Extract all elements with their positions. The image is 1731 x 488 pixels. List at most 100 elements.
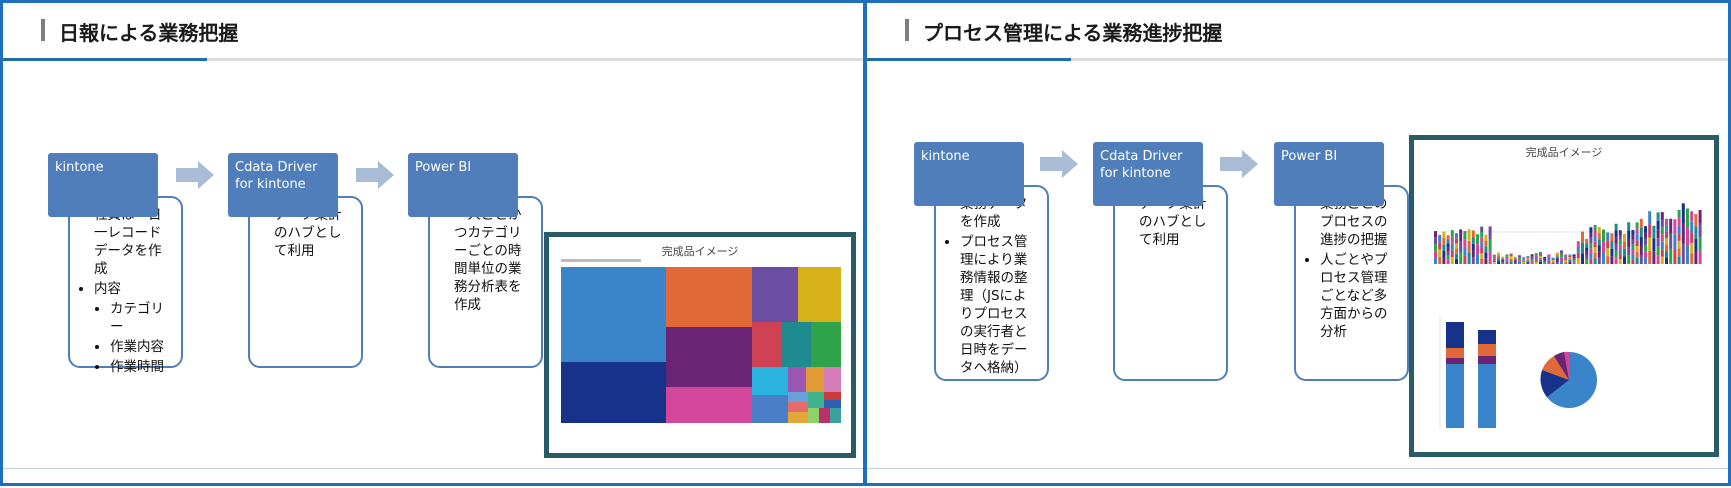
treemap-tile: [752, 267, 798, 322]
bar-segment: [1555, 254, 1559, 257]
bar-segment: [1547, 260, 1551, 264]
bar-segment: [1438, 234, 1442, 243]
treemap-tile: [830, 408, 841, 423]
bar-segment: [1585, 251, 1589, 256]
title-underline-accent: [867, 58, 1071, 61]
bar-segment: [1467, 252, 1471, 264]
treemap-tile: [819, 408, 830, 423]
bar-segment: [1446, 259, 1450, 264]
bar-segment: [1526, 262, 1530, 264]
bar-segment: [1539, 261, 1542, 264]
left-preview-image: 完成品イメージ: [544, 232, 856, 458]
bar-segment: [1522, 261, 1526, 263]
bar-segment: [1434, 257, 1437, 264]
treemap-tile: [824, 400, 841, 408]
bar-segment: [1564, 262, 1568, 264]
bar-segment: [1618, 230, 1622, 236]
bar-segment: [1442, 257, 1446, 264]
bar-segment: [1455, 243, 1458, 249]
bar-segment: [1513, 261, 1517, 263]
bar-segment: [1581, 231, 1584, 243]
bar-segment: [1438, 242, 1442, 250]
bar-segment: [1572, 262, 1576, 264]
treemap-tile: [788, 402, 808, 412]
bar-segment: [1442, 251, 1446, 258]
bar-segment: [1597, 257, 1601, 264]
left-step1-header: kintone: [48, 153, 158, 217]
bar-segment: [1614, 223, 1618, 231]
title-marker: [905, 19, 909, 41]
bar-segment: [1438, 256, 1442, 264]
treemap-tile: [808, 408, 819, 423]
bar-segment: [1450, 257, 1454, 264]
left-step1-sub-2: 作業内容: [110, 338, 173, 356]
bar-segment: [1589, 227, 1593, 233]
bar-segment: [1639, 227, 1643, 237]
bar-segment: [1681, 243, 1685, 264]
bar-segment: [1593, 230, 1597, 237]
bar-segment: [1631, 249, 1635, 255]
bar-segment: [1686, 227, 1689, 246]
bar-segment: [1665, 251, 1668, 258]
bar-segment: [1480, 253, 1484, 259]
bar-segment: [1623, 256, 1626, 264]
bar-segment: [1644, 238, 1647, 246]
bar-segment: [1501, 258, 1505, 260]
bar-segment: [1471, 237, 1475, 244]
bar-segment: [1677, 240, 1681, 249]
bar-segment: [1518, 255, 1521, 258]
bar-segment: [1564, 256, 1568, 259]
bar-segment: [1593, 252, 1597, 259]
bar-segment: [1618, 249, 1622, 255]
bar-segment: [1513, 260, 1517, 262]
arrow-icon: [1040, 150, 1078, 178]
bar-segment: [1635, 246, 1639, 253]
title-underline-accent: [3, 58, 207, 61]
bar-segment: [1648, 237, 1652, 251]
bar-segment: [1450, 236, 1454, 244]
bar-segment: [1509, 261, 1513, 264]
bar-segment: [1534, 261, 1538, 264]
bar-segment: [1568, 257, 1572, 259]
bar-segment: [1639, 254, 1643, 264]
bar-segment: [1463, 255, 1467, 264]
bar-segment: [1522, 262, 1526, 264]
bar-segment: [1614, 250, 1618, 258]
bar-segment: [1589, 232, 1593, 238]
bar-segment: [1446, 235, 1450, 240]
bar-segment: [1555, 262, 1559, 264]
bar-segment: [1585, 247, 1589, 252]
bar-segment: [1660, 249, 1664, 257]
bar-segment: [1446, 251, 1450, 256]
bar-segment: [1455, 238, 1458, 244]
bar-segment: [1534, 257, 1538, 260]
bar-segment: [1660, 212, 1664, 220]
bar-segment: [1568, 254, 1572, 256]
bar-segment: [1543, 258, 1547, 261]
bar-segment: [1585, 259, 1589, 264]
bar-segment: [1547, 257, 1551, 261]
treemap-tile: [824, 392, 841, 400]
bar-segment: [1589, 242, 1593, 249]
bar-segment: [1551, 262, 1555, 264]
bar-segment: [1627, 222, 1631, 231]
bar-segment: [1526, 261, 1530, 263]
bar-segment: [1568, 255, 1572, 258]
bar-segment: [1576, 258, 1580, 264]
bar-segment: [1635, 234, 1639, 241]
bar-segment: [1513, 256, 1517, 258]
bar-segment: [1484, 252, 1488, 259]
bar-segment: [1450, 230, 1454, 237]
bar-segment: [1593, 224, 1597, 231]
bar-segment: [1652, 251, 1656, 264]
bar-segment: [1551, 261, 1555, 263]
bar-segment: [1455, 233, 1458, 239]
bar-segment: [1698, 209, 1702, 224]
bar-segment: [1522, 258, 1526, 260]
bar-segment: [1501, 261, 1505, 263]
bar-segment: [1589, 248, 1593, 254]
bar-segment: [1513, 262, 1517, 264]
treemap-tile: [798, 267, 841, 322]
bar-segment: [1694, 214, 1698, 227]
treemap-tile: [806, 367, 824, 392]
